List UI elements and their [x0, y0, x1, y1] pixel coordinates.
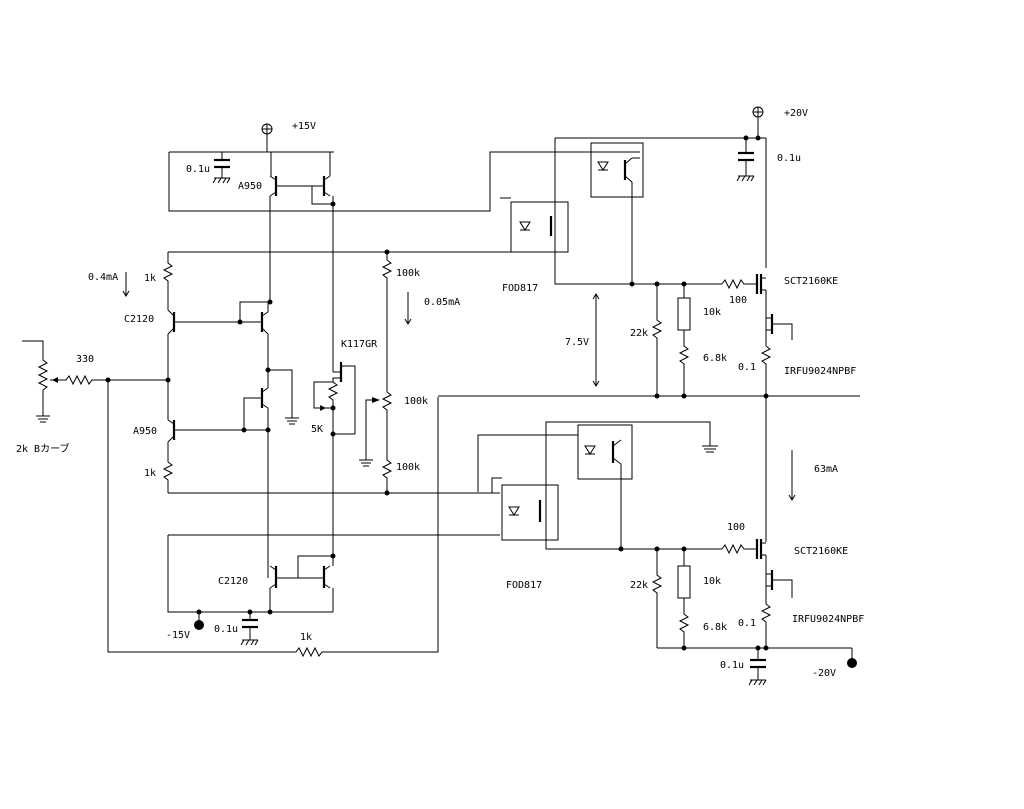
label-r5k: 5K [311, 424, 323, 435]
label-r330: 330 [76, 354, 94, 365]
label-c2120-top: C2120 [124, 314, 154, 325]
output-line [438, 393, 860, 542]
label-c1: 0.1u [186, 164, 210, 175]
label-r22k-top: 22k [630, 328, 648, 339]
plus20-terminal [752, 106, 764, 138]
label-minus20: -20V [812, 668, 836, 679]
label-plus20: +20V [784, 108, 808, 119]
label-r100k-bot: 100k [396, 462, 420, 473]
label-a950-top: A950 [238, 181, 262, 192]
label-r10k-top: 10k [703, 307, 721, 318]
transistor-bias [243, 369, 299, 578]
transistor-c2120-top [167, 309, 243, 420]
mosfet-stage-bot [618, 539, 853, 686]
label-fod-top: FOD817 [502, 283, 538, 294]
wires-top-left [168, 151, 640, 212]
label-r22k-bot: 22k [630, 580, 648, 591]
label-i005: 0.05mA [424, 297, 460, 308]
label-c3: 0.1u [214, 624, 238, 635]
label-r1k-top: 1k [144, 273, 156, 284]
label-v75: 7.5V [565, 337, 589, 348]
resistor-1k-top [162, 252, 174, 310]
label-r01-top: 0.1 [738, 362, 756, 373]
transistor-pair-bot [167, 534, 500, 646]
label-pot: 2k Bカーブ [16, 442, 69, 455]
plus15-terminal [261, 123, 273, 152]
optocoupler-top-upper [554, 138, 644, 285]
label-r10k-bot: 10k [703, 576, 721, 587]
label-r100k-mid: 100k [404, 396, 428, 407]
label-irfu-bot: IRFU9024NPBF [792, 614, 864, 625]
capacitor-c1 [212, 158, 231, 184]
label-r100-top: 100 [729, 295, 747, 306]
label-r100-bot: 100 [727, 522, 745, 533]
transistor-driver-top [239, 299, 273, 373]
potentiometer-2k [22, 340, 50, 423]
transistor-pair-top [269, 175, 336, 372]
label-r1k-fb: 1k [300, 632, 312, 643]
label-sct-top: SCT2160KE [784, 276, 838, 287]
label-i63: 63mA [814, 464, 838, 475]
bus-top [168, 249, 511, 260]
label-minus15: -15V [166, 630, 190, 641]
mosfet-stage-top [629, 274, 793, 396]
label-c2: 0.1u [777, 153, 801, 164]
input-network [50, 374, 439, 658]
label-plus15: +15V [292, 121, 316, 132]
label-irfu-top: IRFU9024NPBF [784, 366, 856, 377]
transistor-a950-bot [167, 419, 268, 462]
label-r100k-top: 100k [396, 268, 420, 279]
label-fod-bot: FOD817 [506, 580, 542, 591]
arrows [122, 272, 796, 501]
label-r68k-bot: 6.8k [703, 622, 727, 633]
optocoupler-top-lower [500, 197, 569, 253]
fet-k117gr [313, 362, 356, 556]
rail-plus20 [555, 135, 767, 268]
label-r1k-bot: 1k [144, 468, 156, 479]
label-c2120-bot: C2120 [218, 576, 248, 587]
label-sct-bot: SCT2160KE [794, 546, 848, 557]
label-r01-bot: 0.1 [738, 618, 756, 629]
label-r68k-top: 6.8k [703, 353, 727, 364]
resistor-100k-chain [359, 259, 393, 496]
label-fet: K117GR [341, 339, 378, 350]
label-i04: 0.4mA [88, 272, 118, 283]
label-c4: 0.1u [720, 660, 744, 671]
label-a950-bot: A950 [133, 426, 157, 437]
optocoupler-bot-lower [491, 477, 722, 550]
resistor-1k-bot [162, 461, 174, 493]
